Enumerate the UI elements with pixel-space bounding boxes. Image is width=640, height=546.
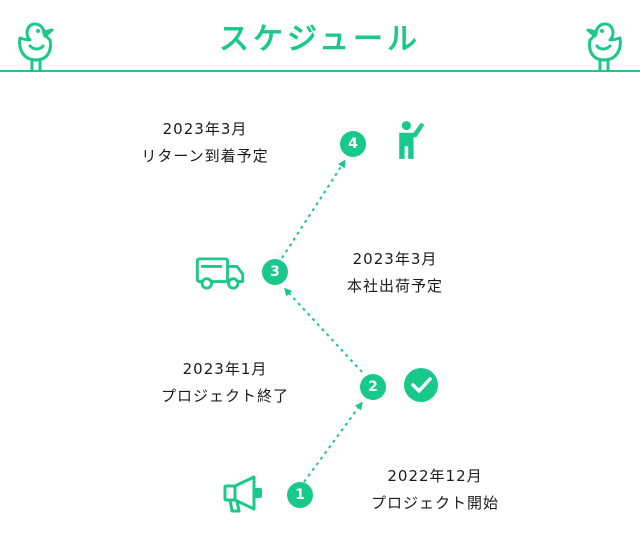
person-waving-icon bbox=[399, 121, 425, 159]
check-circle-icon bbox=[404, 368, 438, 402]
step-1-label: 2022年12月 プロジェクト開始 bbox=[340, 463, 530, 517]
connector-3-4 bbox=[281, 159, 346, 259]
step-2-marker: 2 bbox=[360, 374, 386, 400]
step-2-label: 2023年1月 プロジェクト終了 bbox=[130, 356, 320, 410]
connector-2-3 bbox=[283, 287, 363, 373]
step-1-date: 2022年12月 bbox=[387, 467, 483, 485]
truck-icon bbox=[195, 257, 245, 290]
step-3-label: 2023年3月 本社出荷予定 bbox=[320, 246, 470, 300]
header: スケジュール bbox=[0, 0, 640, 72]
header-divider bbox=[0, 70, 640, 72]
step-4-label: 2023年3月 リターン到着予定 bbox=[110, 116, 300, 170]
page-title: スケジュール bbox=[219, 22, 421, 57]
bird-icon bbox=[18, 22, 54, 72]
step-2-date: 2023年1月 bbox=[182, 360, 268, 378]
step-4-date: 2023年3月 bbox=[162, 120, 248, 138]
step-4-event: リターン到着予定 bbox=[141, 147, 269, 165]
step-3-date: 2023年3月 bbox=[352, 250, 438, 268]
bird-icon bbox=[586, 22, 622, 72]
step-1-event: プロジェクト開始 bbox=[370, 494, 499, 512]
megaphone-icon bbox=[223, 475, 262, 513]
step-4-marker: 4 bbox=[340, 131, 366, 157]
step-2-event: プロジェクト終了 bbox=[160, 387, 289, 405]
step-3-event: 本社出荷予定 bbox=[346, 277, 443, 295]
step-1-marker: 1 bbox=[287, 482, 313, 508]
step-3-marker: 3 bbox=[262, 259, 288, 285]
connector-1-2 bbox=[303, 401, 363, 483]
